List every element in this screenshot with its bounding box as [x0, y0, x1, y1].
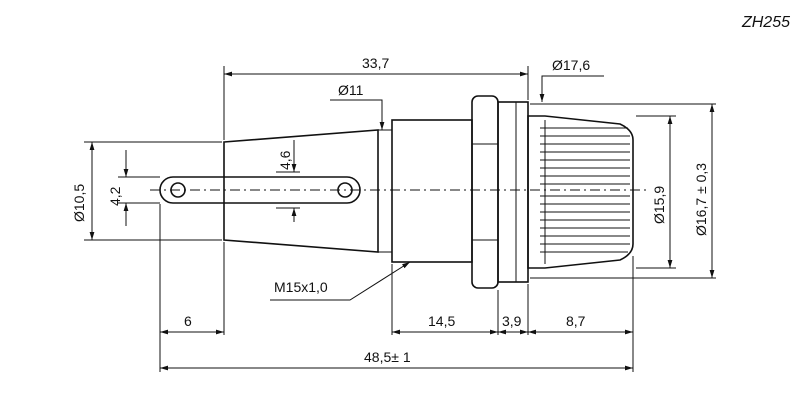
rear-body [223, 129, 379, 253]
dim-cap-outer-dia: Ø16,7 ± 0,3 [693, 163, 709, 236]
terminal-hole-left [170, 182, 186, 198]
model-label: ZH255 [741, 14, 790, 31]
dim-flange-dia: Ø17,6 [552, 57, 590, 73]
dim-terminal-gap: 4,6 [277, 150, 293, 170]
terminal-strip [159, 176, 361, 204]
dim-overall-head: 33,7 [362, 55, 389, 71]
cap-knurling [540, 120, 630, 264]
dim-cap-dia: Ø15,9 [651, 186, 667, 224]
flange [497, 101, 529, 283]
dim-nut-length: 3,9 [502, 313, 522, 329]
dimension-lines [89, 71, 715, 371]
dim-cap-length: 8,7 [566, 313, 586, 329]
dim-thread-length: 14,5 [428, 313, 455, 329]
dim-thread: M15x1,0 [274, 279, 328, 295]
fuse-holder-body [150, 95, 650, 289]
hex-nut [471, 95, 499, 289]
terminal-hole-right [337, 182, 353, 198]
knurled-cap [527, 115, 634, 269]
dim-terminal-width: 4,2 [107, 186, 123, 206]
dim-bushing-dia: Ø11 [338, 82, 364, 98]
dim-body-dia: Ø10,5 [71, 184, 87, 222]
extension-lines [84, 66, 716, 372]
threaded-bushing [391, 119, 473, 263]
dim-overall-length: 48,5± 1 [364, 349, 411, 365]
dim-terminal-length: 6 [184, 313, 192, 329]
